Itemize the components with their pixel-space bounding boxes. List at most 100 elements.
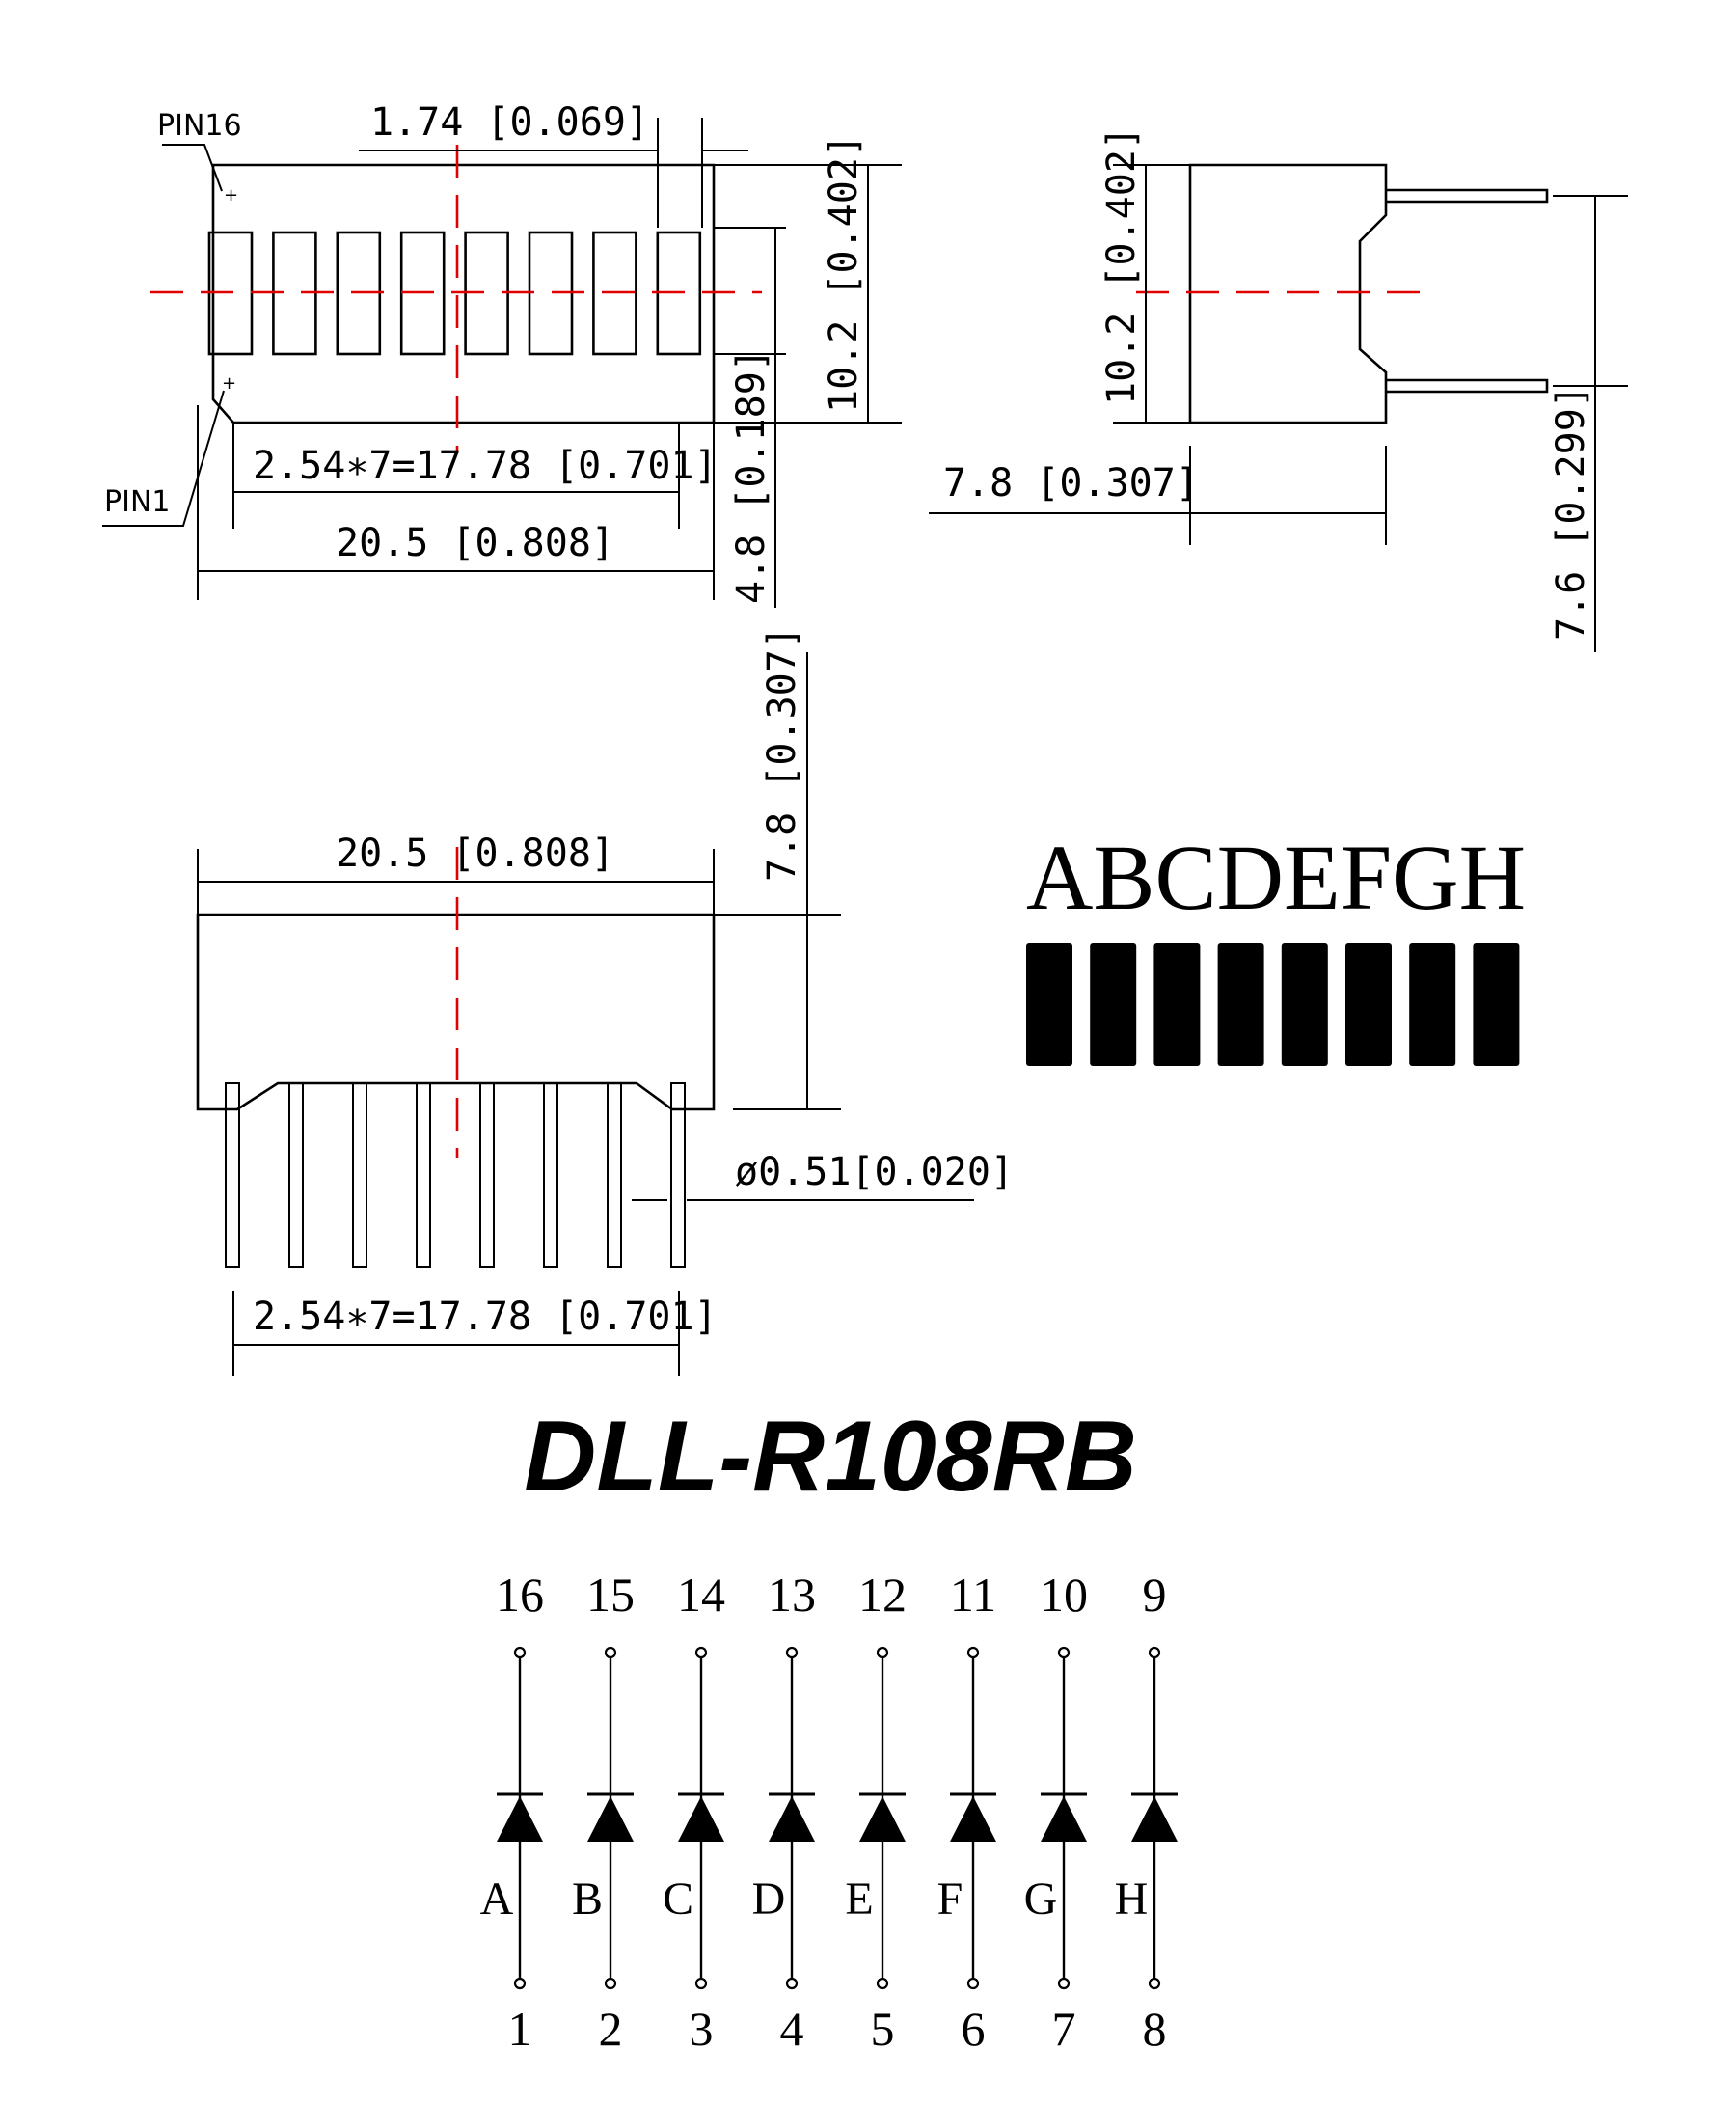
anode-terminal — [694, 1646, 708, 1659]
diode-h: 9H8 — [1115, 1568, 1178, 2056]
legend-bar-d — [1217, 943, 1264, 1066]
cathode-pin-number: 2 — [599, 2002, 623, 2056]
anode-terminal — [1148, 1646, 1161, 1659]
pin16-label: PIN16 — [157, 109, 242, 143]
cathode-terminal — [694, 1977, 708, 1990]
diode-triangle — [497, 1796, 543, 1842]
bottom-lead-3 — [352, 1082, 367, 1268]
dim-pin-span-bottom: 2.54∗7=17.78 [0.701] — [253, 1295, 718, 1339]
legend-bar-f — [1345, 943, 1392, 1066]
anode-pin-number: 14 — [677, 1568, 725, 1622]
diode-triangle — [859, 1796, 906, 1842]
side-lead-upper — [1386, 188, 1549, 204]
diode-triangle — [1041, 1796, 1087, 1842]
legend-bar-c — [1153, 943, 1201, 1066]
front-body-outline — [211, 163, 716, 424]
anode-terminal — [604, 1646, 617, 1659]
anode-pin-number: 12 — [858, 1568, 907, 1622]
segment-letters: ABCDEFGH — [1026, 826, 1526, 929]
bottom-leads — [225, 1082, 686, 1268]
segment-label: D — [752, 1873, 786, 1925]
dim-offset-front: 4.8 [0.189] — [729, 348, 773, 604]
bottom-view: 20.5 [0.808] 7.8 [0.307] ø0.51[0.020] 2.… — [196, 626, 1014, 1376]
anode-pin-number: 11 — [950, 1568, 996, 1622]
diode-triangle — [678, 1796, 724, 1842]
bottom-lead-5 — [479, 1082, 495, 1268]
side-view: 10.2 [0.402] 7.8 [0.307] 7.6 [0.299] — [929, 126, 1628, 652]
cathode-pin-number: 6 — [962, 2002, 986, 2056]
legend-bars — [1026, 943, 1520, 1066]
diode-triangle — [769, 1796, 815, 1842]
dim-height-front: 10.2 [0.402] — [822, 134, 866, 413]
dim-width-bottom: 20.5 [0.808] — [336, 832, 614, 876]
legend-bar-e — [1281, 943, 1328, 1066]
diode-triangle — [1131, 1796, 1178, 1842]
legend-bar-a — [1026, 943, 1072, 1066]
bottom-lead-1 — [225, 1082, 240, 1268]
anode-pin-number: 15 — [586, 1568, 635, 1622]
diode-c: 14C 3 — [663, 1568, 725, 2056]
cathode-terminal — [1057, 1977, 1071, 1990]
cathode-terminal — [876, 1977, 889, 1990]
bottom-lead-6 — [543, 1082, 558, 1268]
bottom-lead-8 — [670, 1082, 686, 1268]
anode-terminal — [876, 1646, 889, 1659]
cathode-terminal — [966, 1977, 980, 1990]
anode-pin-number: 16 — [496, 1568, 544, 1622]
cathode-pin-number: 5 — [871, 2002, 895, 2056]
anode-terminal — [1057, 1646, 1071, 1659]
legend-bar-h — [1473, 943, 1520, 1066]
bottom-lead-2 — [288, 1082, 304, 1268]
anode-pin-number: 13 — [768, 1568, 816, 1622]
diode-a: 16A 1 — [480, 1568, 544, 2056]
diode-d: 13D 4 — [752, 1568, 816, 2056]
dim-width-top: 20.5 [0.808] — [336, 521, 614, 565]
bottom-lead-4 — [416, 1082, 431, 1268]
side-lead-lower — [1386, 378, 1549, 394]
cathode-terminal — [1148, 1977, 1161, 1990]
cathode-pin-number: 4 — [780, 2002, 804, 2056]
front-view: + + PIN16 PIN1 1.74 [0.069] 10.2 [0.402]… — [102, 100, 902, 608]
cathode-pin-number: 3 — [690, 2002, 714, 2056]
anode-terminal — [513, 1646, 527, 1659]
diode-triangle — [587, 1796, 634, 1842]
anode-pin-number: 9 — [1143, 1568, 1167, 1622]
bottom-lead-7 — [607, 1082, 622, 1268]
segment-label: G — [1024, 1873, 1058, 1925]
diode-b: 15B 2 — [572, 1568, 635, 2056]
pin1-plus-mark: + — [222, 373, 236, 394]
dim-pin-span-top: 2.54∗7=17.78 [0.701] — [253, 444, 718, 488]
pin1-label: PIN1 — [104, 485, 170, 519]
cathode-terminal — [604, 1977, 617, 1990]
pin1-leader — [102, 390, 225, 527]
anode-pin-number: 10 — [1040, 1568, 1088, 1622]
dim-lead-diameter: ø0.51[0.020] — [735, 1150, 1014, 1194]
dim-depth-side: 7.8 [0.307] — [943, 461, 1199, 506]
segment-label: C — [663, 1873, 693, 1925]
part-number: DLL-R108RB — [524, 1401, 1137, 1513]
legend-bar-g — [1409, 943, 1456, 1066]
bottom-body-outline — [196, 913, 716, 1111]
anode-terminal — [966, 1646, 980, 1659]
cathode-pin-number: 8 — [1143, 2002, 1167, 2056]
diode-g: 10G 7 — [1024, 1568, 1088, 2056]
dim-lead-spacing-side: 7.6 [0.299] — [1549, 385, 1593, 641]
segment-label: B — [572, 1873, 603, 1925]
cathode-pin-number: 7 — [1052, 2002, 1076, 2056]
segment-label: F — [937, 1873, 963, 1925]
front-segment-g — [592, 231, 637, 356]
pin16-leader — [162, 144, 223, 192]
cathode-pin-number: 1 — [508, 2002, 532, 2056]
segment-label: A — [480, 1873, 514, 1925]
pin16-plus-mark: + — [224, 185, 238, 205]
diode-f: 11F 6 — [937, 1568, 996, 2056]
anode-terminal — [785, 1646, 799, 1659]
side-body-outline — [1188, 163, 1388, 424]
diode-triangle — [950, 1796, 996, 1842]
cathode-terminal — [513, 1977, 527, 1990]
dim-pitch-top: 1.74 [0.069] — [370, 100, 649, 145]
